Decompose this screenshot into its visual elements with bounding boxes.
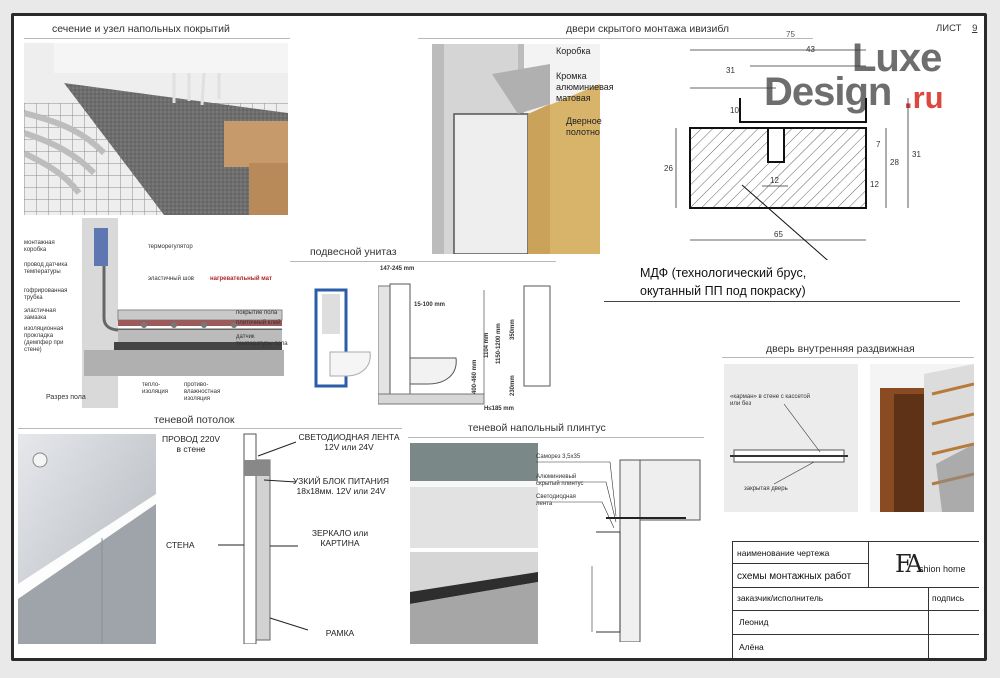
dim-toilet-depth: 350mm xyxy=(510,319,516,340)
luxedesign-logo: Luxe Design .ru xyxy=(762,36,972,116)
tb-executor: Алёна xyxy=(739,642,764,652)
dim-toilet-h185: H≤185 mm xyxy=(484,406,514,412)
logo-line1: Luxe xyxy=(852,36,942,80)
title-ceiling: теневой потолок xyxy=(154,414,235,426)
tb-signature-label: подпись xyxy=(932,593,965,603)
logo-suffix: .ru xyxy=(904,80,944,115)
title-block: наименование чертежа схемы монтажных раб… xyxy=(732,541,979,658)
label-corrugated: гофрированная трубка xyxy=(24,288,68,301)
dim-43: 43 xyxy=(806,45,815,54)
label-door-edge: Кромка алюминиевая матовая xyxy=(556,71,614,103)
label-mounting-box: монтажная коробка xyxy=(24,240,55,253)
label-ceiling-psu: УЗКИЙ БЛОК ПИТАНИЯ 18х18мм. 12V или 24V xyxy=(292,476,390,496)
label-insulating-gasket: изоляционная прокладка (демпфер при стен… xyxy=(24,326,64,353)
title-toilet: подвесной унитаз xyxy=(310,246,397,258)
dim-toilet-width: 147-245 mm xyxy=(380,266,415,272)
label-baseboard-screw: Саморез 3,5х35 xyxy=(536,454,581,460)
label-ceiling-wire: ПРОВОД 220V в стене xyxy=(162,434,220,454)
wall-hung-toilet-photo xyxy=(306,286,376,396)
label-section-caption: Разрез пола xyxy=(46,394,86,401)
sheet-label: ЛИСТ 9 xyxy=(936,23,977,34)
fashion-home-logo-text: shion home xyxy=(919,564,966,574)
ceiling-section-drawing: ПРОВОД 220V в стене СВЕТОДИОДНАЯ ЛЕНТА 1… xyxy=(158,430,408,644)
label-tile-glue: плиточный клей xyxy=(236,320,281,326)
dim-12: 12 xyxy=(770,176,779,185)
dim-toilet-h1: 1104 mm xyxy=(484,332,490,358)
label-moisture-insulation: противо-влажностная изоляция xyxy=(184,382,221,402)
title-floor: сечение и узел напольных покрытий xyxy=(52,23,230,35)
toilet-installation-drawing: 147-245 mm 15-100 mm 1104 mm 1150-1200 m… xyxy=(378,266,554,416)
floor-section-drawing: монтажная коробка провод датчика темпера… xyxy=(24,218,292,408)
label-ceiling-mirror: ЗЕРКАЛО или КАРТИНА xyxy=(311,528,369,548)
label-baseboard-profile: Алюминиевый скрытый плинтус xyxy=(536,474,584,487)
mdf-note: МДФ (технологический брус, окутанный ПП … xyxy=(640,266,807,298)
label-baseboard-led: Светодиодная лента xyxy=(536,494,576,507)
dim-31: 31 xyxy=(726,66,735,75)
tb-client: Леонид xyxy=(739,617,769,627)
sheet-label-text: ЛИСТ xyxy=(936,23,962,34)
title-baseboard: теневой напольный плинтус xyxy=(468,422,606,434)
label-door-leaf: Дверное полотно xyxy=(566,116,602,137)
dim-31-vertical: 31 xyxy=(912,150,921,159)
sliding-door-diagram: «карман» в стене с кассетой или без закр… xyxy=(724,364,858,512)
label-ceiling-frame: РАМКА xyxy=(325,628,355,638)
label-floor-cover: покрытие пола xyxy=(236,310,278,316)
sliding-door-photo xyxy=(870,364,974,512)
label-ceiling-wall: СТЕНА xyxy=(166,540,195,550)
label-heat-insulation: тепло-изоляция xyxy=(142,382,169,395)
label-sliding-closed: закрытая дверь xyxy=(744,486,788,492)
title-sliding: дверь внутренняя раздвижная xyxy=(766,343,915,355)
door-profile-drawing: 75 43 31 10 7 26 28 31 12 12 65 xyxy=(630,30,930,260)
label-heating-mat: нагревательный мат xyxy=(210,276,272,282)
label-elastic-seal: эластичная замазка xyxy=(24,308,56,321)
label-thermostat: терморегулятор xyxy=(148,244,193,250)
logo-line2: Design xyxy=(764,70,892,114)
dim-65: 65 xyxy=(774,230,783,239)
floor-heating-photo xyxy=(24,43,288,215)
dim-7: 7 xyxy=(876,140,881,149)
dim-toilet-230: 230mm xyxy=(510,375,516,396)
dim-28: 28 xyxy=(890,158,899,167)
hidden-door-photo xyxy=(432,44,600,254)
label-sliding-cassette: «карман» в стене с кассетой или без xyxy=(730,394,811,407)
tb-drawing-name: схемы монтажных работ xyxy=(737,571,852,582)
label-elastic-seam: эластичный шов xyxy=(148,276,194,282)
dim-75: 75 xyxy=(786,30,795,39)
shadow-ceiling-photo xyxy=(18,434,156,644)
fashion-home-logo-mark: FA xyxy=(895,550,923,578)
dim-26: 26 xyxy=(664,164,673,173)
dim-12-vertical: 12 xyxy=(870,180,879,189)
dim-toilet-gap: 15-100 mm xyxy=(414,302,446,308)
tb-client-label: заказчик/исполнитель xyxy=(737,593,824,603)
label-temp-sensor: датчик температуры пола xyxy=(236,334,288,347)
title-doors: двери скрытого монтажа ивизибл xyxy=(566,23,729,35)
label-sensor-wire: провод датчика температуры xyxy=(24,262,68,275)
baseboard-photo xyxy=(410,443,538,548)
dim-toilet-h2: 1150-1200 mm xyxy=(496,323,502,364)
baseboard-profile-photo xyxy=(410,552,538,644)
sheet-number: 9 xyxy=(972,23,978,34)
label-door-box: Коробка xyxy=(556,46,591,56)
tb-drawing-name-label: наименование чертежа xyxy=(737,548,830,558)
dim-10: 10 xyxy=(730,106,739,115)
label-ceiling-led: СВЕТОДИОДНАЯ ЛЕНТА 12V или 24V xyxy=(298,432,400,452)
baseboard-section-drawing: Саморез 3,5х35 Алюминиевый скрытый плинт… xyxy=(536,446,702,642)
dim-toilet-h3: 400-460 mm xyxy=(472,359,478,394)
